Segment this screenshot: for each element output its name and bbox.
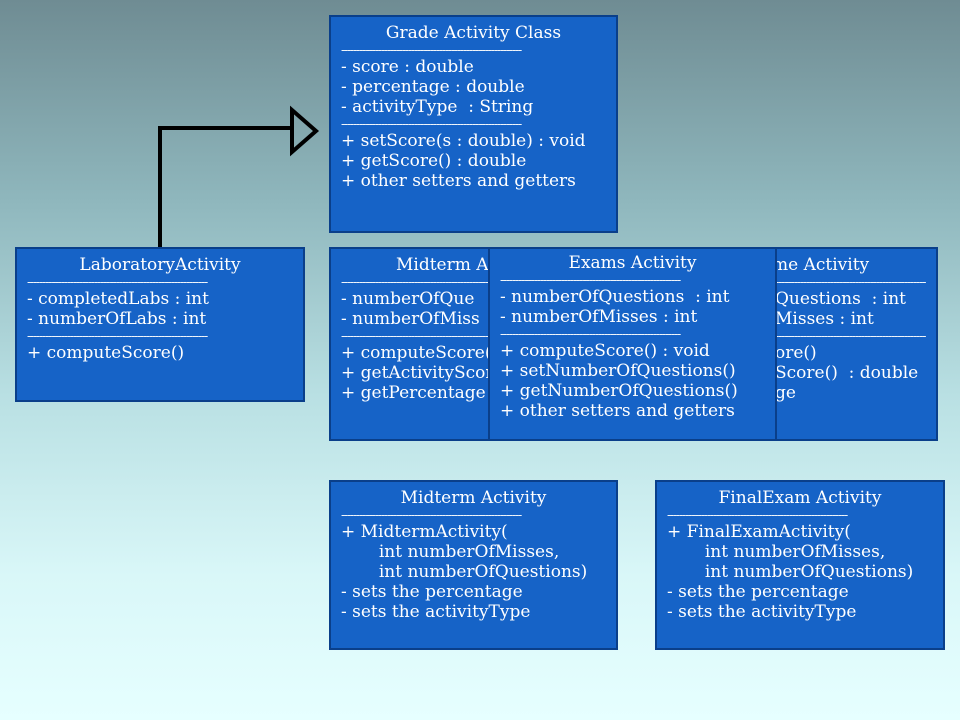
- exams-activity-title: Exams Activity: [568, 253, 697, 273]
- separator: ----------------------------------------…: [500, 329, 681, 339]
- method-get-score: + getScore() : double: [341, 151, 527, 171]
- method-get-number-of-questions: + getNumberOfQuestions(): [500, 381, 738, 401]
- separator: ----------------------------------------…: [667, 510, 848, 520]
- method-set-score: + setScore(s : double) : void: [341, 131, 586, 151]
- inheritance-triangle-head: [290, 105, 320, 157]
- method-compute-score: + computeScore() : void: [500, 341, 710, 361]
- constructor-line: + FinalExamActivity(: [667, 522, 851, 542]
- attribute-activity-type: - activityType : String: [341, 97, 534, 117]
- attribute-score: - score : double: [341, 57, 474, 77]
- attribute-number-of-misses: - numberOfMiss: [341, 309, 480, 329]
- inheritance-connector-line: [158, 126, 292, 248]
- separator: ----------------------------------------…: [341, 45, 522, 55]
- attribute-number-of-misses: - numberOfMisses : int: [500, 307, 698, 327]
- laboratory-activity-box: LaboratoryActivity ---------------------…: [15, 247, 305, 402]
- method-get-percentage: + getPercentage: [341, 383, 486, 403]
- grade-activity-title: Grade Activity Class: [385, 23, 562, 43]
- attribute-completed-labs: - completedLabs : int: [27, 289, 209, 309]
- method-set-number-of-questions: + setNumberOfQuestions(): [500, 361, 736, 381]
- constructor-param-questions: int numberOfQuestions): [341, 562, 588, 582]
- constructor-param-questions: int numberOfQuestions): [667, 562, 914, 582]
- separator: ----------------------------------------…: [27, 331, 208, 341]
- note-sets-activity-type: - sets the activityType: [667, 602, 857, 622]
- separator: ----------------------------------------…: [500, 275, 681, 285]
- method-other: + other setters and getters: [500, 401, 735, 421]
- constructor-line: + MidtermActivity(: [341, 522, 508, 542]
- separator: ----------------------------------------…: [760, 277, 926, 287]
- note-sets-activity-type: - sets the activityType: [341, 602, 531, 622]
- constructor-param-misses: int numberOfMisses,: [667, 542, 886, 562]
- attribute-percentage: - percentage : double: [341, 77, 525, 97]
- attribute-number-of-questions: - numberOfQuestions : int: [500, 287, 730, 307]
- exams-activity-box: Exams Activity -------------------------…: [488, 247, 777, 441]
- finalexam-activity-box: FinalExam Activity ---------------------…: [655, 480, 945, 650]
- method-compute-score: + computeScore(: [341, 343, 492, 363]
- midterm-activity-partial-box: Midterm A ------------------------------…: [329, 247, 518, 441]
- separator: ----------------------------------------…: [341, 331, 506, 341]
- attribute-number-of-misses: Misses : int: [775, 309, 874, 329]
- finalexam-activity-title: FinalExam Activity: [718, 488, 882, 508]
- method-compute-score: ore(): [775, 343, 817, 363]
- separator: ----------------------------------------…: [341, 277, 506, 287]
- separator: ----------------------------------------…: [341, 510, 522, 520]
- method-get-activity-score: Score() : double: [775, 363, 919, 383]
- method-compute-score: + computeScore(): [27, 343, 185, 363]
- note-sets-percentage: - sets the percentage: [341, 582, 523, 602]
- attribute-number-of-questions: - numberOfQue: [341, 289, 475, 309]
- midterm-partial-title: Midterm A: [396, 255, 489, 275]
- method-get-activity-score: + getActivityScor: [341, 363, 494, 383]
- separator: ----------------------------------------…: [27, 277, 208, 287]
- final-exam-activity-partial-box: me Activity ----------------------------…: [748, 247, 938, 441]
- midterm-activity-title: Midterm Activity: [400, 488, 547, 508]
- grade-activity-class-box: Grade Activity Class -------------------…: [329, 15, 618, 233]
- method-other: + other setters and getters: [341, 171, 576, 191]
- separator: ----------------------------------------…: [760, 331, 926, 341]
- attribute-number-of-questions: Questions : int: [775, 289, 907, 309]
- laboratory-activity-title: LaboratoryActivity: [79, 255, 241, 275]
- constructor-param-misses: int numberOfMisses,: [341, 542, 560, 562]
- attribute-number-of-labs: - numberOfLabs : int: [27, 309, 207, 329]
- separator: ----------------------------------------…: [341, 119, 522, 129]
- midterm-activity-box: Midterm Activity -----------------------…: [329, 480, 618, 650]
- note-sets-percentage: - sets the percentage: [667, 582, 849, 602]
- final-exam-partial-title: me Activity: [772, 255, 870, 275]
- method-get-percentage: ge: [775, 383, 796, 403]
